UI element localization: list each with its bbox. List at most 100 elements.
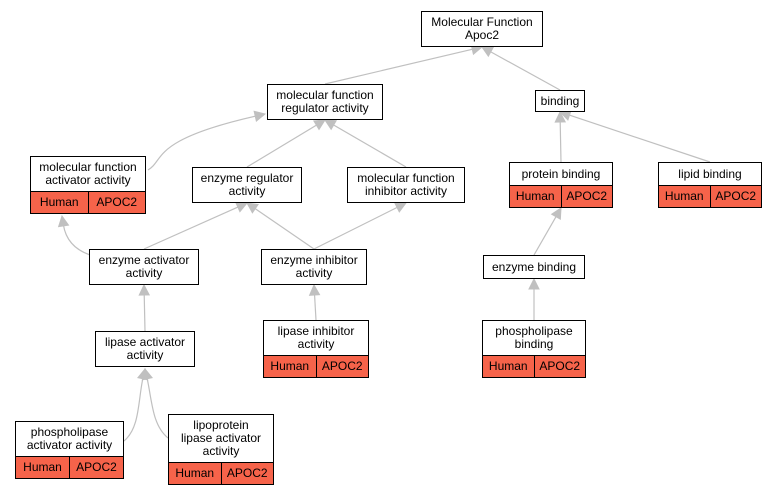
arrowhead [324, 119, 337, 131]
edge-eia-to-mfia [313, 202, 407, 250]
arrowhead [528, 277, 540, 290]
edge-line [143, 206, 240, 250]
node-mfra[interactable]: molecular function regulator activity [267, 84, 383, 120]
arrowhead [141, 367, 153, 381]
edge-era-to-mfra [246, 119, 326, 168]
species-tag[interactable]: Human [515, 189, 555, 203]
arrowhead [57, 214, 70, 228]
node-mf[interactable]: Molecular Function Apoc2 [421, 11, 543, 47]
node-label: molecular function inhibitor activity [357, 171, 455, 198]
edge-llaa-to-laa [141, 367, 169, 439]
edge-binding-to-mf [481, 46, 561, 91]
species-tag[interactable]: Human [270, 359, 310, 373]
edge-line [246, 124, 318, 168]
edge-lb-to-binding [558, 109, 711, 163]
edge-line [324, 48, 474, 85]
edge-pb-to-binding [554, 110, 567, 163]
edge-line [254, 207, 315, 250]
node-eia[interactable]: enzyme inhibitor activity [261, 249, 367, 285]
gene-tag[interactable]: APOC2 [533, 356, 586, 377]
arrowhead [550, 207, 562, 220]
arrowhead [235, 201, 249, 213]
edge-line [143, 293, 146, 332]
annotation-row: Human APOC2 [264, 355, 368, 377]
node-label: protein binding [521, 166, 601, 181]
annotation-row: Human APOC2 [31, 191, 145, 213]
arrowhead [138, 283, 151, 296]
arrowhead [253, 110, 267, 122]
arrowhead [394, 202, 407, 213]
node-label: Molecular Function Apoc2 [431, 15, 533, 42]
node-label: binding [540, 93, 580, 108]
gene-tag[interactable]: APOC2 [69, 457, 123, 478]
node-eb[interactable]: enzyme binding [483, 255, 585, 279]
edge-eia-to-era [246, 202, 315, 250]
annotation-row: Human APOC2 [510, 185, 612, 207]
node-label: enzyme regulator activity [200, 171, 294, 198]
annotation-row: Human APOC2 [16, 456, 123, 478]
edge-line [568, 114, 711, 163]
edge-mfia-to-mfra [324, 119, 407, 168]
species-tag[interactable]: Human [39, 195, 79, 209]
arrowhead [308, 283, 321, 296]
edge-lia-to-eia [308, 283, 321, 321]
species-tag[interactable]: Human [175, 466, 215, 480]
node-eaa[interactable]: enzyme activator activity [89, 249, 199, 285]
edge-laa-to-eaa [138, 283, 151, 332]
arrowhead [481, 46, 494, 58]
edge-line [559, 120, 562, 163]
edge-line [146, 377, 169, 439]
edge-line [489, 50, 561, 91]
gene-tag[interactable]: APOC2 [560, 186, 613, 207]
node-label: enzyme activator activity [98, 253, 190, 280]
edge-line [62, 224, 91, 256]
node-label: lipoprotein lipase activator activity [180, 418, 262, 458]
node-label: phospholipase binding [495, 324, 573, 351]
gene-tag[interactable]: APOC2 [315, 356, 369, 377]
edge-mfaa-to-mfra [147, 110, 267, 171]
node-mfia[interactable]: molecular function inhibitor activity [347, 167, 465, 203]
edge-line [533, 215, 558, 256]
annotation-row: Human APOC2 [169, 462, 273, 484]
edge-plb-to-eb [528, 277, 540, 320]
arrowhead [313, 119, 326, 131]
edge-line [147, 115, 257, 171]
species-tag[interactable]: Human [23, 460, 62, 474]
arrowhead [554, 110, 567, 123]
edge-eaa-to-mfaa [57, 214, 91, 256]
species-tag[interactable]: Human [488, 359, 528, 373]
node-label: lipase activator activity [104, 335, 186, 362]
annotation-row: Human APOC2 [659, 185, 761, 207]
annotation-row: Human APOC2 [483, 355, 585, 377]
node-label: molecular function regulator activity [276, 88, 374, 115]
species-tag[interactable]: Human [664, 189, 704, 203]
node-label: enzyme inhibitor activity [270, 253, 358, 280]
node-label: molecular function activator activity [39, 160, 137, 187]
node-label: lipid binding [678, 166, 742, 181]
edge-line [313, 293, 317, 321]
node-laa[interactable]: lipase activator activity [95, 331, 195, 367]
node-label: phospholipase activator activity [26, 425, 113, 452]
node-label: lipase inhibitor activity [277, 324, 355, 351]
arrowhead [246, 202, 259, 214]
edge-line [313, 206, 399, 250]
node-era[interactable]: enzyme regulator activity [192, 167, 302, 203]
edge-eaa-to-era [143, 201, 249, 250]
edge-line [332, 123, 407, 168]
gene-tag[interactable]: APOC2 [220, 463, 274, 484]
gene-tag[interactable]: APOC2 [87, 192, 146, 213]
edge-eb-to-pb [533, 207, 562, 256]
node-label: enzyme binding [491, 259, 577, 274]
edge-line [123, 377, 144, 442]
node-binding[interactable]: binding [535, 90, 585, 112]
edge-mfra-to-mf [324, 43, 484, 85]
gene-tag[interactable]: APOC2 [709, 186, 762, 207]
